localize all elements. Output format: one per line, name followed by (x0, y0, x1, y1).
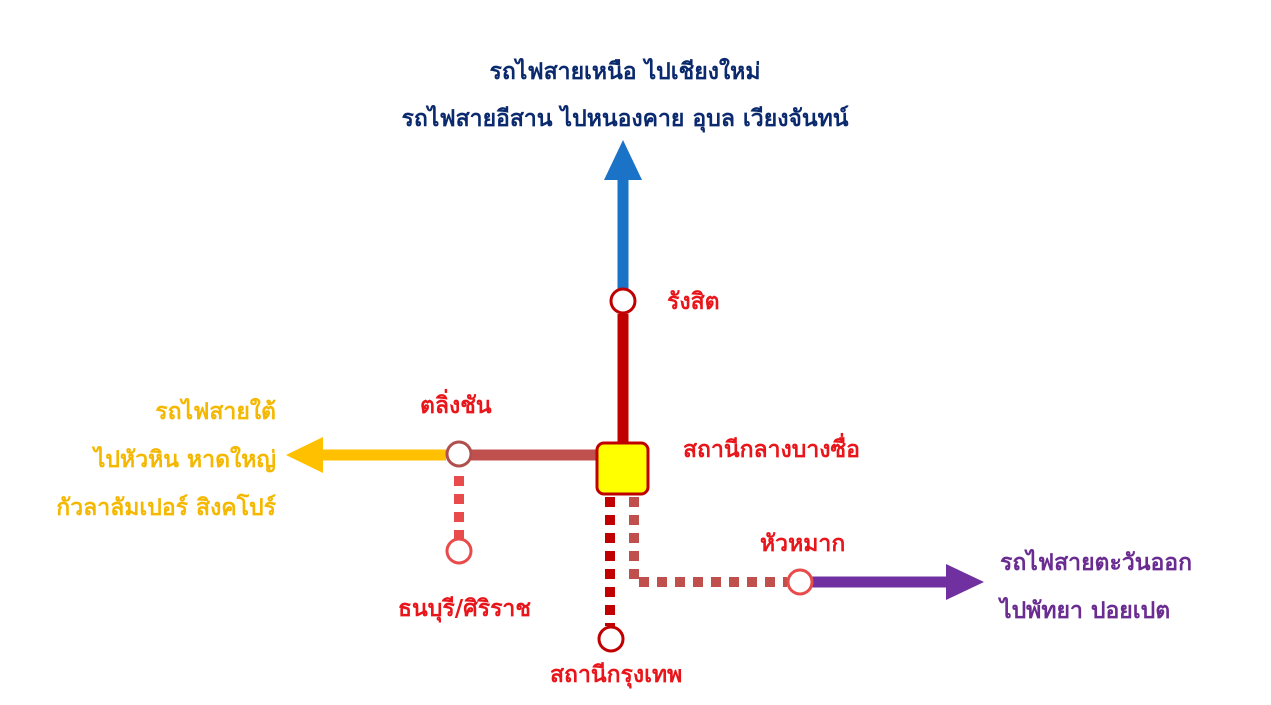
south-line-label-2: ไปหัวหิน หาดใหญ่ (93, 447, 276, 473)
north-line-label-2: รถไฟสายอีสาน ไปหนองคาย อุบล เวียงจันทน์ (401, 106, 849, 132)
east-line-label-1: รถไฟสายตะวันออก (1000, 550, 1193, 576)
station-rangsit-marker[interactable] (609, 287, 637, 315)
north-arrow-icon (604, 140, 642, 180)
station-hua-mak-marker[interactable] (786, 568, 814, 596)
north-line-label-1: รถไฟสายเหนือ ไปเชียงใหม่ (489, 59, 761, 85)
hua-mak-dashed-line (629, 497, 787, 587)
station-taling-chan-marker[interactable] (445, 440, 473, 468)
station-thonburi-marker[interactable] (445, 537, 473, 565)
east-line-label-2: ไปพัทยา ปอยเปต (1000, 598, 1171, 624)
station-bang-sue-hub[interactable] (595, 441, 650, 496)
station-label-thonburi: ธนบุรี/ศิริราช (398, 596, 531, 622)
station-label-hua-mak: หัวหมาก (760, 531, 846, 557)
station-label-taling-chan: ตลิ่งชัน (420, 393, 492, 419)
station-label-rangsit: รังสิต (667, 289, 720, 315)
station-label-krung-thep: สถานีกรุงเทพ (550, 662, 683, 688)
east-arrow-icon (946, 564, 984, 600)
station-krung-thep-marker[interactable] (597, 625, 625, 653)
station-label-bang-sue: สถานีกลางบางซื่อ (683, 437, 860, 463)
south-line-label-3: กัวลาลัมเปอร์ สิงคโปร์ (56, 495, 276, 521)
south-line-label-1: รถไฟสายใต้ (155, 399, 276, 425)
south-arrow-icon (286, 437, 323, 473)
